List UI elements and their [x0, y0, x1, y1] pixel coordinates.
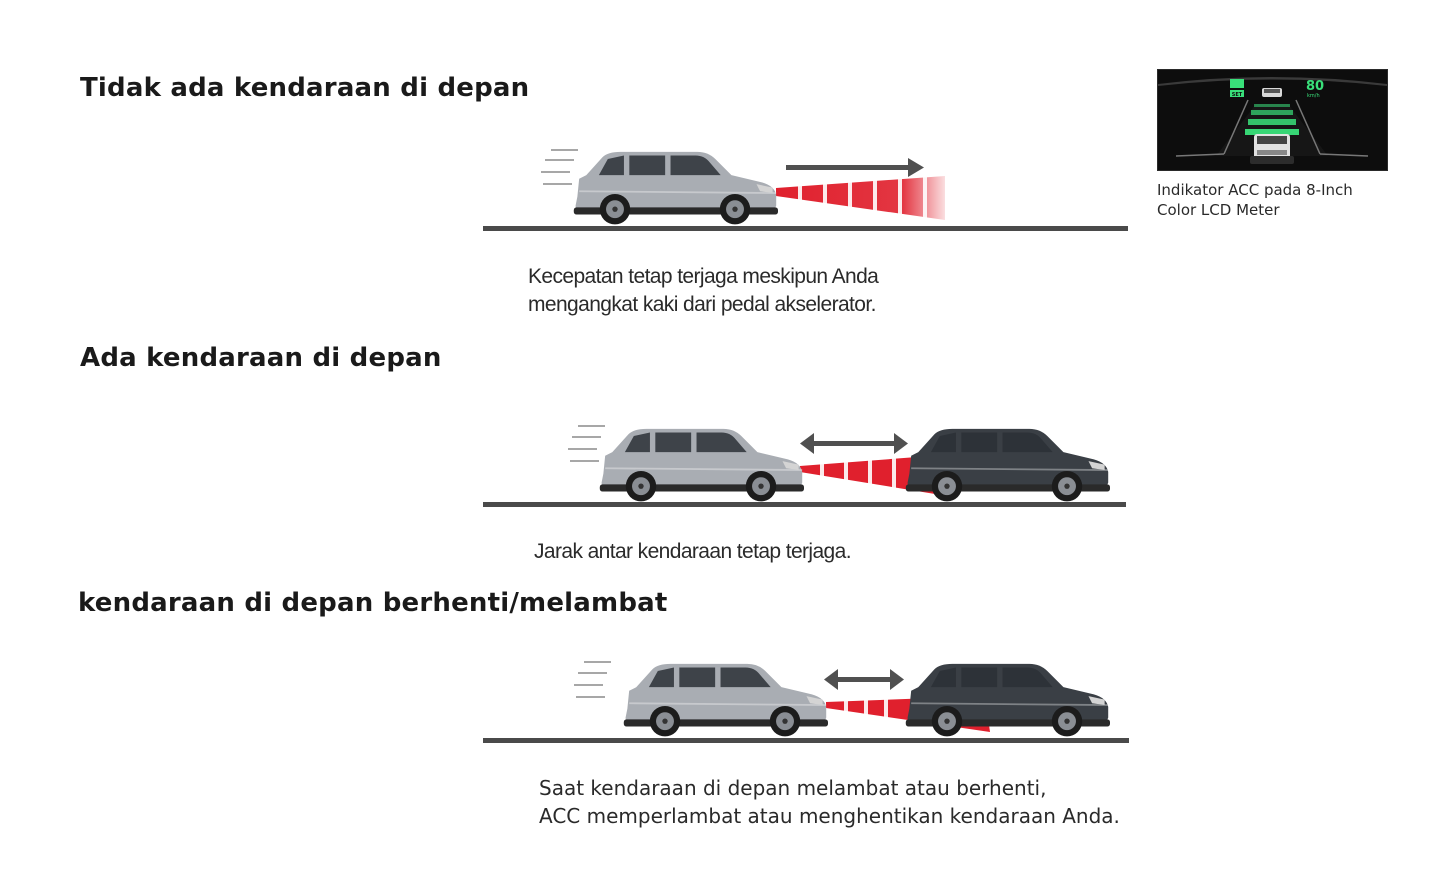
lcd-meter-image: SET 80 km/h	[1157, 69, 1388, 171]
section-caption: Saat kendaraan di depan melambat atau be…	[539, 776, 1120, 828]
road-line	[483, 226, 1128, 231]
own-car	[572, 150, 778, 226]
road-line	[483, 738, 1129, 743]
own-car	[598, 427, 804, 503]
section-heading-vehicle-stopping: kendaraan di depan berhenti/melambat	[78, 588, 668, 618]
radar-beam	[776, 176, 945, 220]
lead-car	[904, 427, 1110, 503]
direction-arrow	[786, 158, 924, 177]
acc-set-speed: 80	[1306, 79, 1324, 94]
distance-arrow	[824, 669, 904, 690]
distance-arrow	[800, 433, 908, 454]
lead-car	[904, 662, 1110, 738]
speed-lines	[541, 149, 611, 698]
section-caption: Jarak antar kendaraan tetap terjaga.	[534, 540, 852, 563]
radar-beam	[800, 456, 935, 494]
acc-set-label: SET	[1232, 92, 1243, 98]
lcd-meter-caption: Indikator ACC pada 8-Inch Color LCD Mete…	[1157, 181, 1353, 219]
section-caption: Kecepatan tetap terjaga meskipun Anda me…	[528, 265, 879, 316]
own-car	[622, 662, 828, 738]
section-heading-no-vehicle: Tidak ada kendaraan di depan	[80, 73, 530, 103]
road-line	[483, 502, 1126, 507]
section-heading-vehicle-ahead: Ada kendaraan di depan	[80, 343, 442, 373]
acc-speed-unit: km/h	[1307, 93, 1320, 99]
following-distance-bars	[1245, 104, 1299, 135]
